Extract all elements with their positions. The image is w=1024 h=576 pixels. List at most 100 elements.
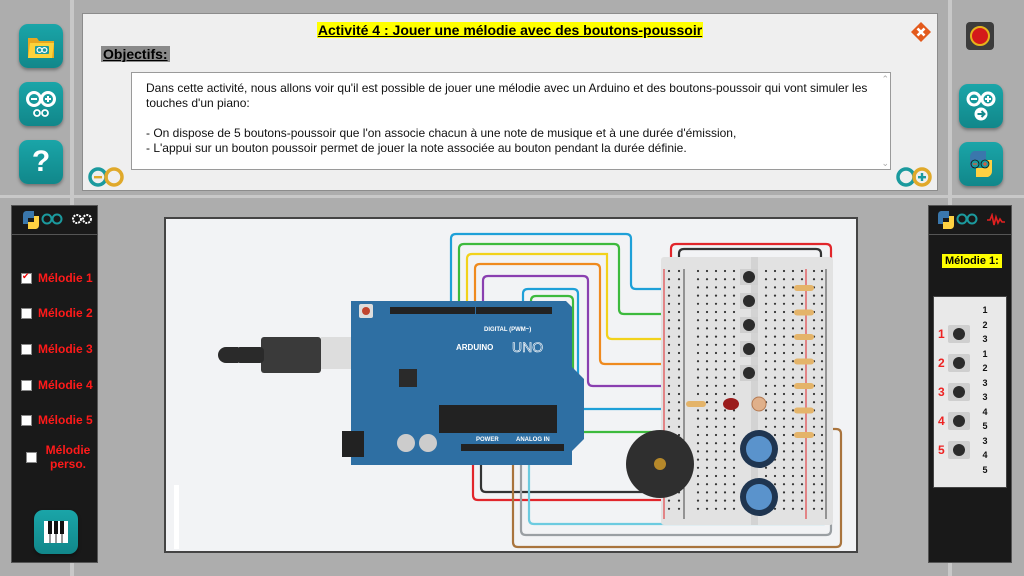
sequence-step: 3 bbox=[982, 377, 988, 388]
analog-header-label: ANALOG IN bbox=[516, 437, 550, 443]
wire-green-d11 bbox=[457, 242, 696, 316]
objective-paragraph bbox=[146, 111, 876, 126]
pushbutton-icon bbox=[948, 354, 970, 372]
arduino-minus-logo-icon bbox=[88, 167, 124, 187]
breadboard-pushbutton bbox=[740, 365, 758, 381]
scrollbar bbox=[174, 485, 179, 549]
sequence-step: 3 bbox=[982, 435, 988, 446]
digital-header-label: DIGITAL (PWM~) bbox=[484, 327, 531, 333]
open-folder-button[interactable] bbox=[19, 24, 63, 68]
melody-checkbox[interactable] bbox=[21, 343, 32, 355]
folder-arduino-icon bbox=[28, 38, 54, 58]
melody-label: Mélodie 1 bbox=[38, 271, 93, 285]
wire-black-gnd bbox=[479, 465, 678, 494]
emergency-stop-button[interactable] bbox=[966, 22, 994, 50]
red-led bbox=[723, 398, 739, 410]
wire-blue-d12 bbox=[449, 232, 696, 309]
python-arduino-logo-icon bbox=[22, 211, 63, 229]
button-number: 4 bbox=[938, 414, 945, 428]
wire-red-5v bbox=[471, 465, 678, 502]
arduino-plus-logo-icon bbox=[896, 167, 932, 187]
sequence-step: 1 bbox=[982, 348, 988, 359]
melody-option-custom[interactable]: Mélodie perso. bbox=[26, 443, 93, 471]
potentiometer-1 bbox=[740, 430, 778, 468]
wire-yellow-d10 bbox=[465, 252, 696, 341]
resistor bbox=[794, 334, 814, 340]
melody-checkbox[interactable] bbox=[21, 379, 32, 391]
resistor bbox=[794, 285, 814, 291]
breadboard bbox=[661, 257, 833, 525]
melody-label: Mélodie 5 bbox=[38, 413, 93, 427]
melody-option-3[interactable]: Mélodie 3 bbox=[21, 342, 93, 356]
sequence-step: 5 bbox=[982, 421, 988, 431]
pushbutton-icon bbox=[948, 441, 970, 459]
help-button[interactable]: ? bbox=[19, 140, 63, 184]
melody-checkbox[interactable] bbox=[21, 271, 32, 284]
close-button[interactable] bbox=[911, 22, 931, 42]
resistor bbox=[794, 432, 814, 438]
circuit-simulation-view[interactable]: ARDUINO UNO DIGITAL (PWM~) POWER ANALOG … bbox=[164, 217, 858, 553]
sequence-step: 2 bbox=[982, 319, 988, 330]
melody-label: Mélodie 3 bbox=[38, 342, 93, 356]
pushbutton-1: 1 bbox=[938, 323, 978, 345]
melody-option-4[interactable]: Mélodie 4 bbox=[21, 378, 93, 392]
objectives-heading: Objectifs: bbox=[101, 46, 170, 62]
melody-checkbox[interactable] bbox=[21, 307, 32, 319]
sequence-step: 1 bbox=[982, 305, 988, 315]
wire-orange-d9 bbox=[473, 262, 696, 366]
resistor bbox=[794, 309, 814, 316]
upload-button[interactable] bbox=[959, 84, 1003, 128]
gears-icon bbox=[72, 214, 92, 224]
button-number: 1 bbox=[938, 327, 945, 341]
melody-selection-panel: Mélodie 1 Mélodie 2 Mélodie 3 Mélodie 4 … bbox=[11, 205, 98, 563]
melody-checkbox[interactable] bbox=[21, 414, 32, 426]
breadboard-pushbutton bbox=[740, 293, 758, 309]
selected-melody-title: Mélodie 1: bbox=[942, 254, 1002, 268]
usb-cable bbox=[218, 337, 351, 373]
potentiometer-2 bbox=[740, 478, 778, 516]
python-arduino-icon bbox=[969, 151, 993, 177]
pushbutton-4: 4 bbox=[938, 410, 978, 432]
melody-label: Mélodie 2 bbox=[38, 306, 93, 320]
sequence-step: 3 bbox=[982, 392, 988, 402]
arduino-logo-icon bbox=[26, 91, 56, 117]
arduino-ide-button[interactable] bbox=[19, 82, 63, 126]
sequence-step: 5 bbox=[982, 464, 988, 475]
melody-label: Mélodie 4 bbox=[38, 378, 93, 392]
objectives-textbox[interactable]: Dans cette activité, nous allons voir qu… bbox=[131, 72, 891, 170]
sequence-step: 3 bbox=[982, 334, 988, 344]
arduino-uno-board: ARDUINO UNO DIGITAL (PWM~) POWER ANALOG … bbox=[342, 301, 584, 465]
arduino-upload-icon bbox=[966, 91, 996, 121]
activity-panel: Activité 4 : Jouer une mélodie avec des … bbox=[82, 13, 938, 191]
resistor bbox=[794, 407, 814, 414]
power-header-label: POWER bbox=[476, 437, 499, 443]
melody-label: Mélodie perso. bbox=[45, 443, 91, 471]
button-number: 3 bbox=[938, 385, 945, 399]
python-arduino-logo-icon bbox=[937, 211, 978, 229]
python-arduino-button[interactable] bbox=[959, 142, 1003, 186]
piano-button[interactable] bbox=[34, 510, 78, 554]
melody-checkbox[interactable] bbox=[26, 451, 37, 463]
scroll-down-arrow[interactable]: ⌄ bbox=[881, 158, 889, 168]
activity-title: Activité 4 : Jouer une mélodie avec des … bbox=[316, 22, 704, 38]
photoresistor bbox=[751, 396, 767, 412]
piano-keys-icon bbox=[44, 521, 68, 543]
objective-bullet: - On dispose de 5 boutons-poussoir que l… bbox=[146, 126, 737, 140]
melody-option-2[interactable]: Mélodie 2 bbox=[21, 306, 93, 320]
frame-divider-mid bbox=[0, 195, 1024, 198]
breadboard-pushbutton bbox=[740, 317, 758, 333]
breadboard-pushbutton bbox=[740, 269, 758, 285]
scroll-up-arrow[interactable]: ⌃ bbox=[881, 74, 889, 84]
melody-option-5[interactable]: Mélodie 5 bbox=[21, 413, 93, 427]
pushbutton-icon bbox=[948, 325, 970, 343]
breadboard-pushbutton bbox=[740, 341, 758, 357]
pushbutton-icon bbox=[948, 383, 970, 401]
panel-header bbox=[12, 206, 97, 235]
board-model: UNO bbox=[512, 339, 543, 355]
close-diamond-icon bbox=[911, 22, 931, 42]
resistor bbox=[794, 383, 814, 389]
sequence-step: 4 bbox=[982, 406, 988, 417]
question-mark-icon: ? bbox=[31, 145, 51, 178]
melody-option-1[interactable]: Mélodie 1 bbox=[21, 271, 93, 285]
